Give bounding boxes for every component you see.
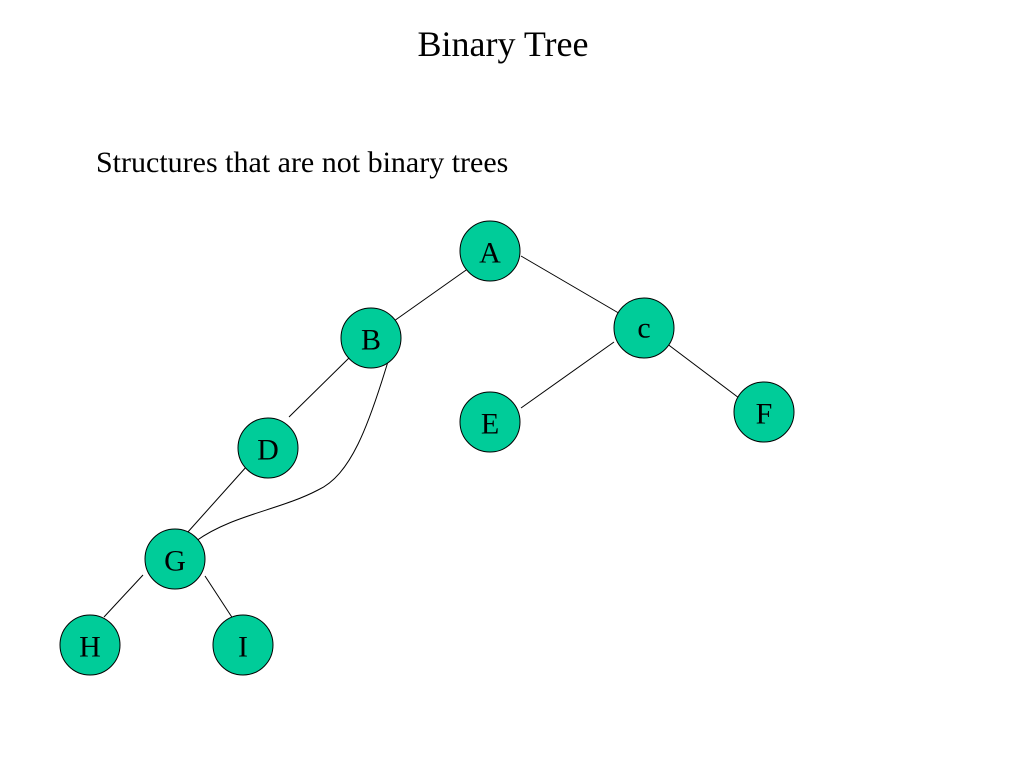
node-b: B <box>340 307 402 369</box>
edge-c-f <box>665 342 740 399</box>
node-f: F <box>733 381 795 443</box>
edge-c-e <box>520 341 615 409</box>
node-c-label: c <box>637 312 650 345</box>
node-b-circle <box>340 307 402 369</box>
node-i-circle <box>212 614 274 676</box>
node-b-label: B <box>361 324 381 357</box>
edge-d-g <box>186 465 248 534</box>
edge-b-d <box>288 356 351 418</box>
node-h: H <box>59 614 121 676</box>
slide-subtitle: Structures that are not binary trees <box>96 146 509 179</box>
node-g-label: G <box>164 545 186 578</box>
node-a-circle <box>459 220 521 282</box>
node-e-label: E <box>481 408 499 441</box>
node-i-label: I <box>238 631 248 664</box>
node-f-label: F <box>756 398 773 431</box>
node-e-circle <box>459 391 521 453</box>
node-d-circle <box>237 417 299 479</box>
node-g: G <box>144 528 206 590</box>
edge-b-g <box>195 347 393 542</box>
node-c-circle <box>613 297 675 359</box>
node-f-circle <box>733 381 795 443</box>
node-h-label: H <box>79 631 101 664</box>
node-d-label: D <box>257 434 279 467</box>
node-d: D <box>237 417 299 479</box>
node-g-circle <box>144 528 206 590</box>
node-h-circle <box>59 614 121 676</box>
edge-g-h <box>103 574 144 618</box>
edge-a-b <box>393 267 470 322</box>
node-e: E <box>459 391 521 453</box>
node-c: c <box>613 297 675 359</box>
edge-a-c <box>520 255 623 316</box>
node-a: A <box>459 220 521 282</box>
edges-layer <box>103 255 740 626</box>
node-i: I <box>212 614 274 676</box>
slide-title: Binary Tree <box>417 24 589 64</box>
node-a-label: A <box>479 237 501 270</box>
